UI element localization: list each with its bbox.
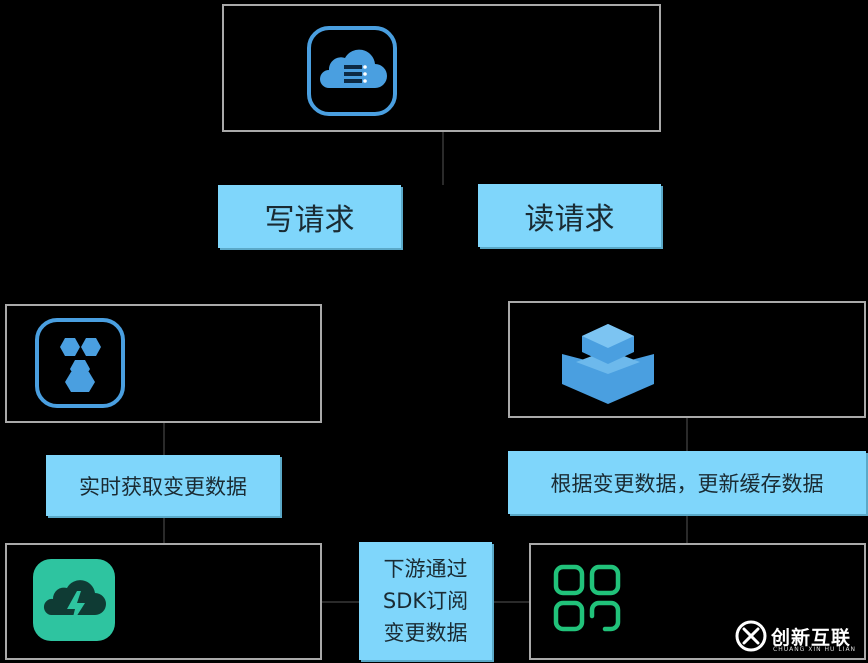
cache-box xyxy=(508,301,866,418)
watermark-brand: 创新互联 xyxy=(771,627,852,649)
cache-layer-icon xyxy=(562,324,654,404)
downstream-line-1: 下游通过 xyxy=(383,557,468,581)
realtime-fetch-label: 实时获取变更数据 xyxy=(46,455,280,516)
watermark-pinyin: CHUANG XIN HU LIAN xyxy=(773,646,857,653)
subscriber-service-box xyxy=(5,543,322,660)
read-request-text: 读请求 xyxy=(524,201,615,237)
hexagon-cluster-icon xyxy=(35,318,125,408)
cloud-bolt-icon xyxy=(33,559,115,641)
realtime-fetch-text: 实时获取变更数据 xyxy=(79,474,247,499)
app-grid-icon xyxy=(553,564,621,632)
write-request-text: 写请求 xyxy=(264,202,355,238)
change-stream-box xyxy=(5,304,322,423)
read-request-label: 读请求 xyxy=(478,184,661,247)
update-cache-text: 根据变更数据，更新缓存数据 xyxy=(550,471,824,496)
downstream-line-3: 变更数据 xyxy=(383,621,468,645)
downstream-app-box xyxy=(529,543,866,660)
source-database-box xyxy=(222,4,661,132)
brand-logo-icon xyxy=(735,620,767,652)
write-request-label: 写请求 xyxy=(218,185,401,248)
downstream-subscribe-label: 下游通过 SDK订阅 变更数据 xyxy=(359,542,492,660)
update-cache-label: 根据变更数据，更新缓存数据 xyxy=(508,451,866,514)
downstream-line-2: SDK订阅 xyxy=(382,589,469,613)
cloud-database-icon xyxy=(307,26,397,116)
